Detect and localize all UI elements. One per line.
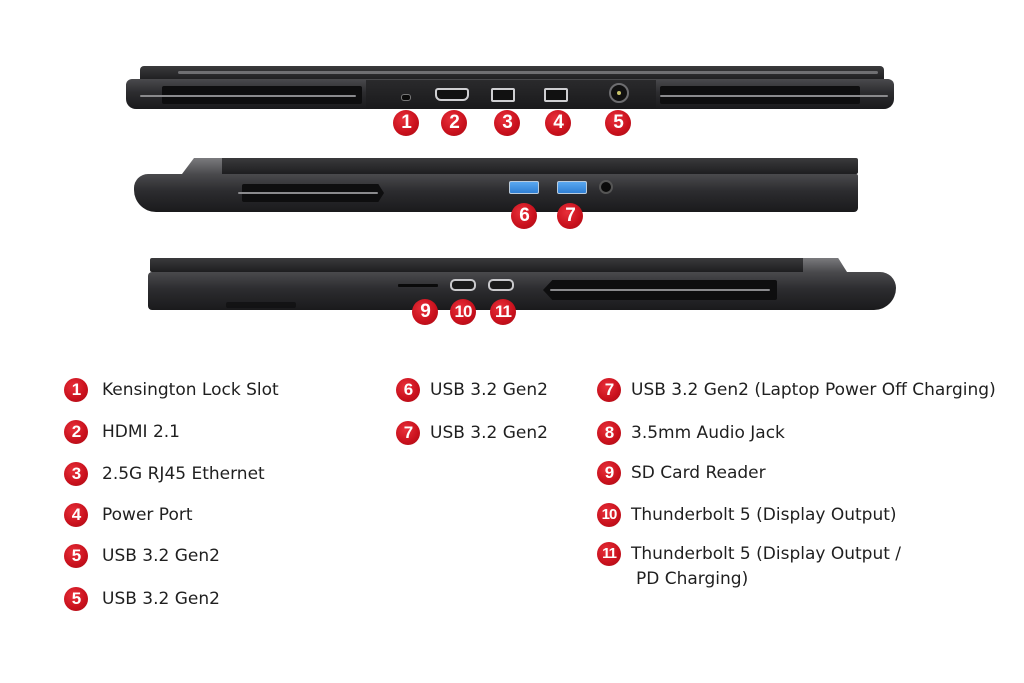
- legend-badge: 7: [597, 378, 621, 402]
- legend-badge: 11: [597, 542, 621, 566]
- hdmi-port: [435, 88, 469, 101]
- legend-badge: 5: [64, 544, 88, 568]
- legend-badge: 9: [597, 461, 621, 485]
- legend-item: 9 SD Card Reader: [597, 459, 766, 487]
- legend-badge: 4: [64, 503, 88, 527]
- legend-label: 2.5G RJ45 Ethernet: [102, 464, 265, 484]
- legend-item: 1 Kensington Lock Slot: [64, 376, 279, 404]
- legend-label: USB 3.2 Gen2: [102, 546, 220, 566]
- legend-badge: 1: [64, 378, 88, 402]
- callout-5: 5: [605, 110, 631, 136]
- legend-item: 3 2.5G RJ45 Ethernet: [64, 460, 265, 488]
- left-hinge: [182, 158, 222, 174]
- callout-11: 11: [490, 299, 516, 325]
- legend-badge: 2: [64, 420, 88, 444]
- legend-badge: 7: [396, 421, 420, 445]
- legend-label: 3.5mm Audio Jack: [631, 423, 785, 443]
- callout-1: 1: [393, 110, 419, 136]
- legend-label: Kensington Lock Slot: [102, 380, 279, 400]
- legend-item: 4 Power Port: [64, 501, 193, 529]
- right-hinge: [803, 258, 847, 272]
- rear-vent-right-line: [660, 95, 888, 97]
- usb-a-port-7: [557, 181, 587, 194]
- right-bottom-grille: [226, 302, 296, 308]
- left-side-view: [134, 156, 860, 216]
- ethernet-port: [491, 88, 515, 102]
- kensington-lock-slot: [401, 94, 411, 101]
- right-side-view: [148, 258, 896, 314]
- usb-a-port-6: [509, 181, 539, 194]
- legend-badge: 3: [64, 462, 88, 486]
- legend-label: Thunderbolt 5 (Display Output /: [631, 544, 902, 564]
- audio-jack: [599, 180, 613, 194]
- legend-item: 2 HDMI 2.1: [64, 418, 180, 446]
- callout-10: 10: [450, 299, 476, 325]
- legend-item: 5 USB 3.2 Gen2: [64, 585, 220, 613]
- right-lid: [150, 258, 814, 272]
- usb-c-port-11: [488, 279, 514, 291]
- legend-label: HDMI 2.1: [102, 422, 180, 442]
- legend-item: 5 USB 3.2 Gen2: [64, 542, 220, 570]
- legend-label: SD Card Reader: [631, 463, 766, 483]
- callout-9: 9: [412, 299, 438, 325]
- left-vent-line: [238, 192, 378, 194]
- legend-item: 11 Thunderbolt 5 (Display Output /: [597, 540, 901, 568]
- legend-label: USB 3.2 Gen2: [430, 423, 548, 443]
- sd-card-slot: [398, 284, 438, 287]
- callout-6: 6: [511, 203, 537, 229]
- legend-label: USB 3.2 Gen2: [430, 380, 548, 400]
- rear-vent-left-line: [140, 95, 356, 97]
- power-port: [609, 83, 629, 103]
- callout-7: 7: [557, 203, 583, 229]
- legend-label: USB 3.2 Gen2 (Laptop Power Off Charging): [631, 380, 996, 400]
- legend-item: 8 3.5mm Audio Jack: [597, 419, 785, 447]
- legend-badge: 8: [597, 421, 621, 445]
- legend-badge: 10: [597, 503, 621, 527]
- ethernet-port-2: [544, 88, 568, 102]
- legend-label: USB 3.2 Gen2: [102, 589, 220, 609]
- rear-lid-highlight: [178, 71, 878, 74]
- legend-item: 6 USB 3.2 Gen2: [396, 376, 548, 404]
- callout-2: 2: [441, 110, 467, 136]
- usb-c-port-10: [450, 279, 476, 291]
- legend-item: 10 Thunderbolt 5 (Display Output): [597, 501, 897, 529]
- legend-label: Power Port: [102, 505, 193, 525]
- legend-item: 7 USB 3.2 Gen2: [396, 419, 548, 447]
- legend-badge: 6: [396, 378, 420, 402]
- legend-label: Thunderbolt 5 (Display Output): [631, 505, 897, 525]
- right-vent-line: [550, 289, 770, 291]
- callout-4: 4: [545, 110, 571, 136]
- legend-label-continuation: PD Charging): [636, 569, 749, 589]
- legend-badge: 5: [64, 587, 88, 611]
- callout-3: 3: [494, 110, 520, 136]
- legend-item: 7 USB 3.2 Gen2 (Laptop Power Off Chargin…: [597, 376, 996, 404]
- rear-view: [126, 64, 894, 114]
- left-lid: [194, 158, 858, 174]
